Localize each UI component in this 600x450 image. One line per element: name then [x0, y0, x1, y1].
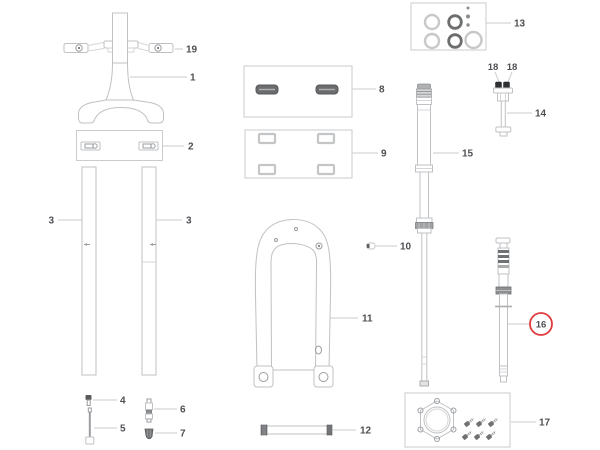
callout-label-1[interactable]: 1	[190, 73, 196, 84]
callout-label-16[interactable]: 16	[536, 320, 547, 331]
callout-15[interactable]: 15	[433, 149, 474, 160]
bolt-1	[463, 417, 475, 427]
callout-label-7[interactable]: 7	[180, 429, 186, 440]
part-dust-seal-kit	[243, 65, 353, 118]
part-oring-kit	[410, 2, 487, 51]
callout-19[interactable]: 19	[175, 45, 198, 56]
callout-label-4[interactable]: 4	[120, 396, 126, 407]
highlight-circle	[529, 312, 553, 336]
bolt-2	[475, 417, 487, 427]
callout-4[interactable]: 4	[93, 396, 126, 407]
callout-2[interactable]: 2	[163, 142, 194, 153]
callout-12[interactable]: 12	[333, 426, 372, 437]
part-crush-washer	[366, 242, 376, 250]
callout-label-3-right[interactable]: 3	[186, 216, 192, 227]
callout-18-right[interactable]: 18	[507, 62, 518, 83]
callout-13[interactable]: 13	[486, 19, 526, 30]
part-rebound-rod	[85, 407, 95, 445]
part-damper-assembly	[415, 83, 434, 387]
callout-18-left[interactable]: 18	[488, 62, 500, 83]
callout-1[interactable]: 1	[130, 73, 196, 84]
callout-label-15[interactable]: 15	[462, 149, 474, 160]
callout-label-18-left[interactable]: 18	[488, 62, 499, 73]
part-crown-steerer-unit	[78, 12, 164, 124]
callout-label-8[interactable]: 8	[379, 85, 385, 96]
callout-label-17[interactable]: 17	[539, 418, 551, 429]
callout-17[interactable]: 17	[511, 418, 551, 429]
callout-10[interactable]: 10	[376, 242, 412, 253]
callout-label-5[interactable]: 5	[120, 424, 126, 435]
part-air-valve	[145, 398, 153, 423]
part-air-spring-shaft	[495, 237, 512, 383]
part-screw	[85, 395, 92, 406]
callout-7[interactable]: 7	[155, 429, 186, 440]
callout-label-12[interactable]: 12	[360, 426, 372, 437]
callout-11[interactable]: 11	[330, 314, 373, 325]
callout-label-19[interactable]: 19	[186, 45, 198, 56]
callout-label-11[interactable]: 11	[362, 314, 373, 325]
bolt-5	[473, 430, 485, 440]
callout-label-2[interactable]: 2	[188, 142, 194, 153]
part-bushing-kit	[76, 130, 163, 161]
callout-label-18-right[interactable]: 18	[507, 62, 518, 73]
part-upper-tube-left	[81, 166, 97, 376]
callout-6[interactable]: 6	[154, 405, 186, 416]
part-thru-axle	[260, 424, 333, 436]
callout-label-10[interactable]: 10	[400, 242, 412, 253]
callout-label-13[interactable]: 13	[514, 19, 526, 30]
part-foam-ring-kit	[244, 129, 353, 179]
callout-14[interactable]: 14	[507, 109, 547, 120]
part-topcap-assembly	[493, 81, 513, 137]
callout-16-highlighted[interactable]: 16	[508, 312, 553, 336]
part-hardware-kit	[404, 392, 511, 448]
part-upper-tube-right	[141, 166, 157, 376]
callout-label-14[interactable]: 14	[535, 109, 547, 120]
callout-9[interactable]: 9	[352, 149, 387, 160]
callout-label-9[interactable]: 9	[381, 149, 387, 160]
callout-3-right[interactable]: 3	[156, 216, 192, 227]
callout-label-3-left[interactable]: 3	[48, 216, 54, 227]
callout-8[interactable]: 8	[352, 85, 385, 96]
bolt-6	[485, 430, 497, 440]
part-lower-leg-assembly	[253, 219, 334, 388]
bolt-3	[487, 417, 499, 427]
part-valve-cap	[144, 428, 154, 440]
callout-5[interactable]: 5	[94, 424, 126, 435]
bolt-4	[461, 430, 473, 440]
callout-label-6[interactable]: 6	[180, 405, 186, 416]
callout-3-left[interactable]: 3	[48, 216, 82, 227]
